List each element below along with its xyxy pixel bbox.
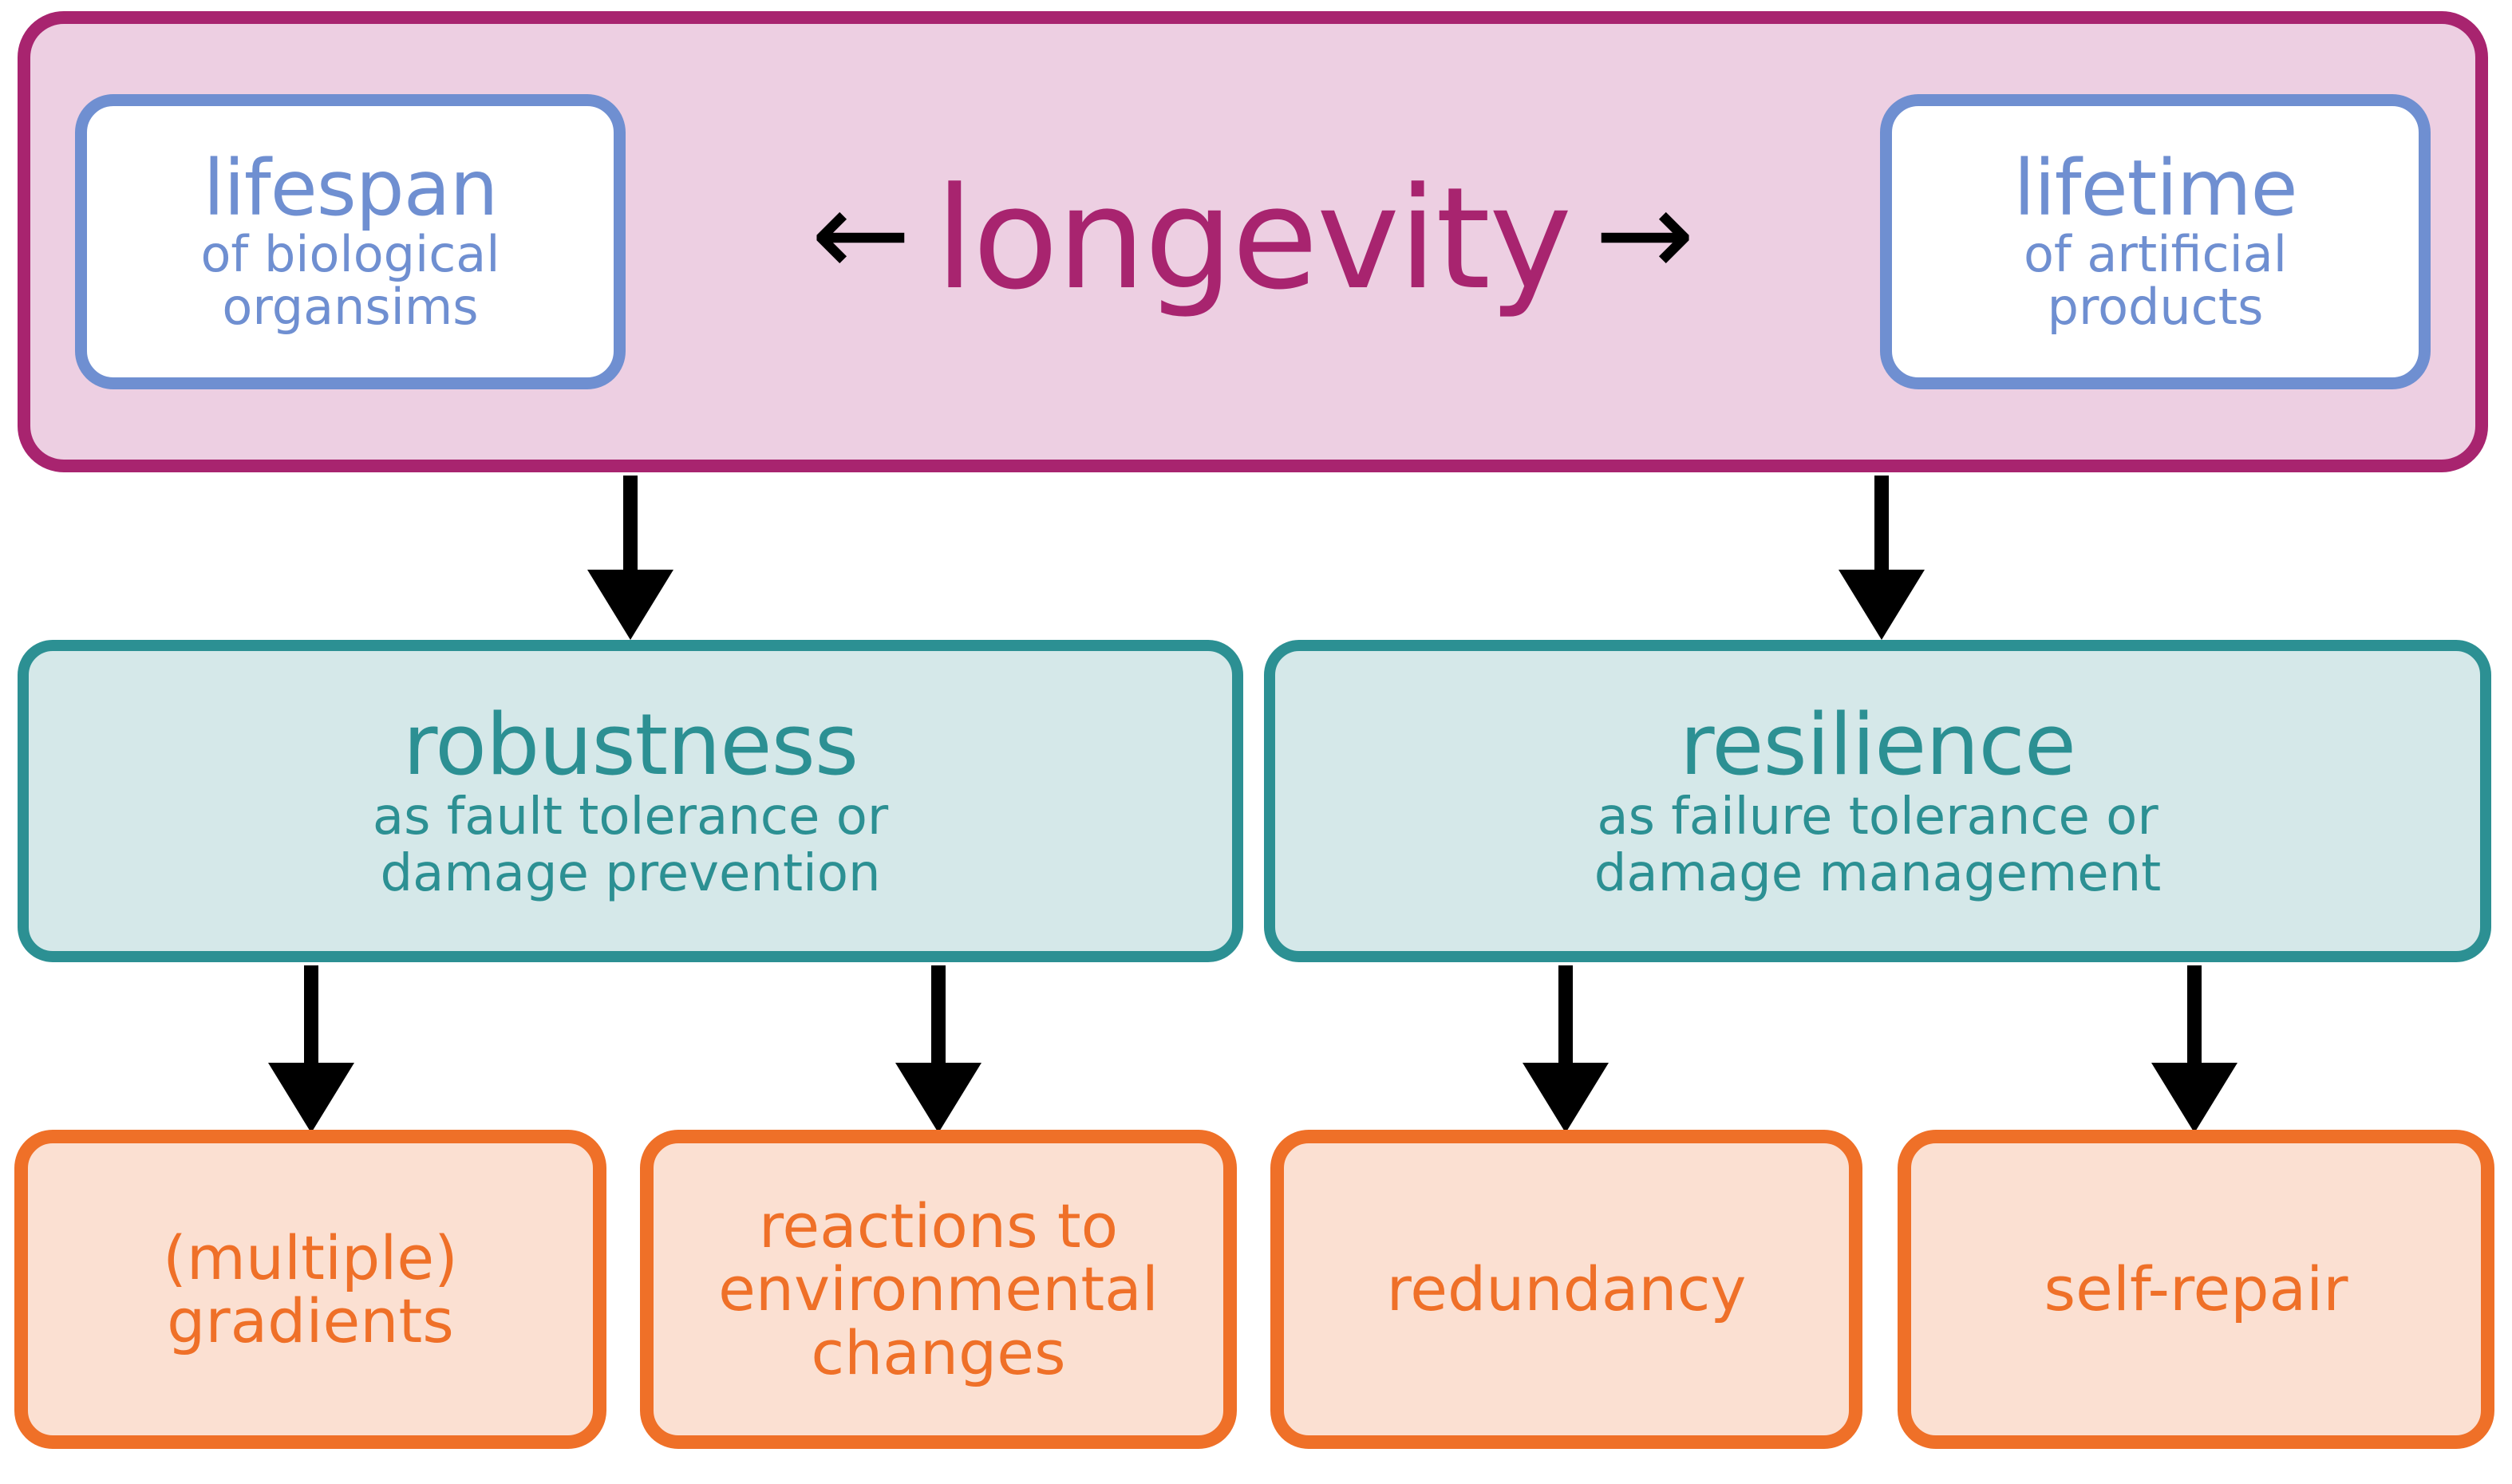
redundancy-line1: redundancy xyxy=(1386,1253,1747,1325)
self-repair-box[interactable]: self-repair xyxy=(1898,1130,2494,1449)
lifespan-subtitle-line1: of biological xyxy=(200,225,500,284)
arrow-head-down-icon xyxy=(587,570,673,640)
longevity-center-group: ← longevity → xyxy=(811,169,1695,310)
lifetime-title: lifetime xyxy=(2013,144,2297,234)
arrow-shaft xyxy=(1558,965,1573,1066)
gradients-line1: (multiple) xyxy=(163,1222,458,1293)
resilience-box[interactable]: resilience as failure tolerance or damag… xyxy=(1264,640,2491,962)
environmental-reactions-line2: environmental xyxy=(718,1253,1159,1325)
arrow-shaft xyxy=(304,965,318,1066)
resilience-subtitle-line1: as failure tolerance or xyxy=(1597,787,2159,847)
right-arrow-icon: → xyxy=(1594,165,1695,304)
lifetime-subtitle-line2: products xyxy=(2047,277,2264,336)
redundancy-box[interactable]: redundancy xyxy=(1270,1130,1862,1449)
lifespan-subtitle-line2: organsims xyxy=(222,277,479,336)
arrow-head-down-icon xyxy=(2151,1063,2237,1133)
gradients-box[interactable]: (multiple) gradients xyxy=(14,1130,606,1449)
resilience-subtitle-line2: damage management xyxy=(1594,843,2162,903)
arrow-head-down-icon xyxy=(1839,570,1925,640)
resilience-title: resilience xyxy=(1680,695,2076,794)
lifetime-box[interactable]: lifetime of artificial products xyxy=(1880,94,2431,389)
arrow-head-down-icon xyxy=(1523,1063,1609,1133)
arrow-head-down-icon xyxy=(268,1063,354,1133)
arrow-shaft xyxy=(931,965,946,1066)
lifetime-subtitle-line1: of artificial xyxy=(2023,225,2288,284)
lifespan-title: lifespan xyxy=(203,144,499,234)
gradients-line2: gradients xyxy=(167,1285,454,1356)
environmental-reactions-line1: reactions to xyxy=(758,1190,1119,1262)
environmental-reactions-line3: changes xyxy=(811,1316,1066,1388)
arrow-shaft xyxy=(2187,965,2202,1066)
longevity-container: lifespan of biological organsims ← longe… xyxy=(18,11,2488,472)
arrow-shaft xyxy=(623,476,638,573)
self-repair-line1: self-repair xyxy=(2044,1253,2348,1325)
arrow-head-down-icon xyxy=(895,1063,981,1133)
lifespan-box[interactable]: lifespan of biological organsims xyxy=(75,94,626,389)
environmental-reactions-box[interactable]: reactions to environmental changes xyxy=(640,1130,1237,1449)
robustness-subtitle-line2: damage prevention xyxy=(380,843,881,903)
robustness-box[interactable]: robustness as fault tolerance or damage … xyxy=(18,640,1243,962)
arrow-shaft xyxy=(1874,476,1889,573)
robustness-subtitle-line1: as fault tolerance or xyxy=(372,787,889,847)
longevity-label: longevity xyxy=(934,157,1572,321)
robustness-title: robustness xyxy=(402,695,859,794)
left-arrow-icon: ← xyxy=(811,165,911,304)
